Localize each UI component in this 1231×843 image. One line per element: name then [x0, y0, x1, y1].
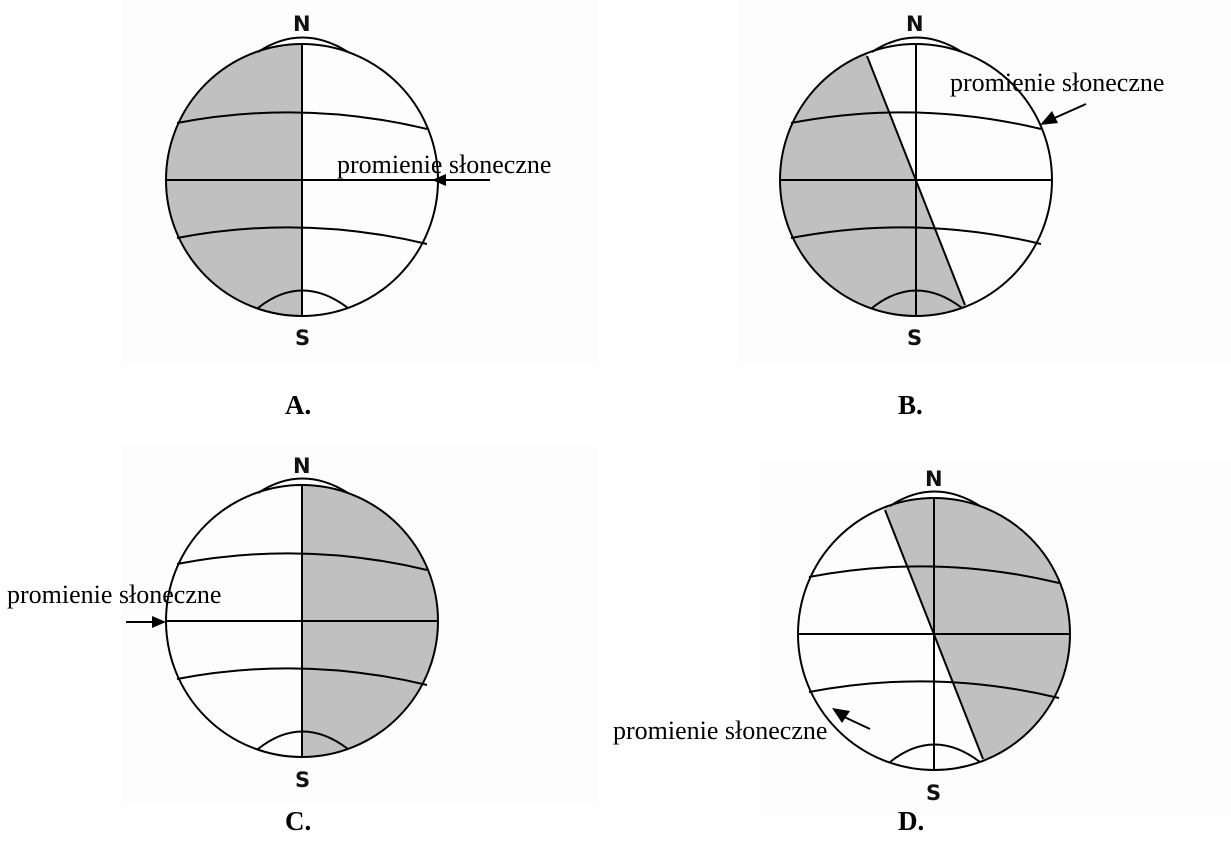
sun-ray-arrow-d: [832, 708, 871, 730]
terminator-d: [884, 509, 984, 760]
caption-c: C.: [285, 806, 312, 836]
antarctic-circle-d: [889, 743, 981, 763]
sun-rays-label-a: promienie słoneczne: [337, 150, 552, 179]
night-side-d: [880, 498, 1070, 770]
sun-rays-label-d: promienie słoneczne: [613, 716, 828, 745]
night-side-c: [302, 485, 438, 757]
globe-c: [165, 477, 439, 758]
antarctic-circle-a: [257, 289, 349, 309]
tropic-north-d: [808, 565, 1060, 584]
north-label-c: N: [293, 454, 311, 478]
tropic-north-a: [176, 111, 428, 130]
sun-ray-arrow-b: [1040, 103, 1087, 125]
tropic-south-d: [808, 680, 1060, 699]
night-side-b: [780, 44, 970, 316]
terminator-b: [866, 55, 966, 306]
tropic-south-c: [176, 667, 428, 686]
tropic-north-c: [176, 552, 428, 571]
arctic-circle-c: [257, 477, 349, 494]
sun-rays-label-b: promienie słoneczne: [950, 68, 1165, 97]
tropic-south-b: [790, 226, 1042, 245]
north-label-d: N: [925, 467, 943, 491]
globe-a: [165, 36, 439, 317]
tropic-south-a: [176, 226, 428, 245]
south-label-a: S: [295, 326, 311, 350]
south-label-b: S: [907, 326, 923, 350]
antarctic-circle-c: [257, 730, 349, 750]
arctic-circle-a: [257, 36, 349, 53]
antarctic-circle-b: [871, 289, 963, 309]
arctic-circle-b: [871, 36, 963, 53]
sun-rays-label-c: promienie słoneczne: [7, 580, 222, 609]
sun-ray-arrow-c: [126, 616, 166, 628]
south-label-c: S: [295, 768, 311, 792]
sun-ray-arrow-a: [432, 174, 490, 186]
south-label-d: S: [926, 781, 942, 805]
arctic-circle-d: [889, 490, 981, 507]
north-label-a: N: [293, 12, 311, 36]
north-label-b: N: [906, 12, 924, 36]
caption-d: D.: [898, 806, 925, 836]
tropic-north-b: [790, 111, 1042, 130]
globe-d: [797, 490, 1071, 771]
caption-a: A.: [285, 390, 312, 420]
globe-b: [779, 36, 1053, 317]
caption-b: B.: [898, 390, 923, 420]
